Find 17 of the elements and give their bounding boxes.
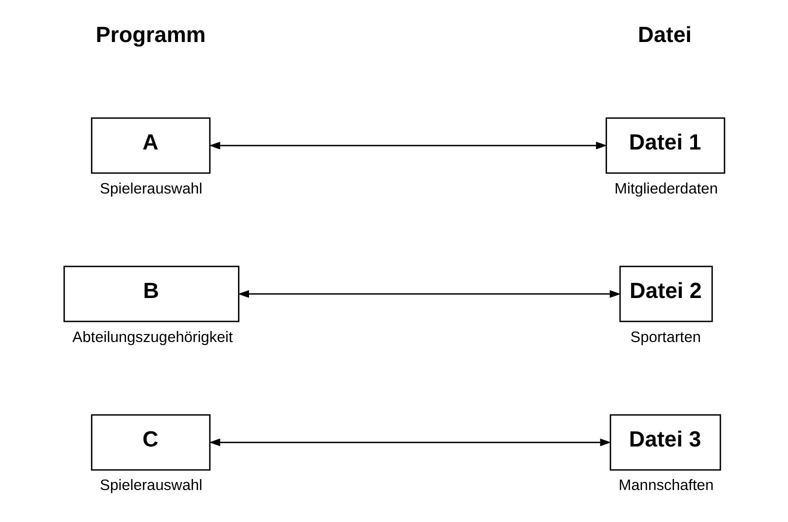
arrow [209,438,612,446]
node-box: Datei 2 [619,266,713,322]
node-label: Spielerauswahl [100,180,202,198]
arrow [209,142,608,150]
node-box: Datei 3 [610,414,722,471]
node-label: Spielerauswahl [100,477,202,494]
node-box: A [90,117,211,174]
label: Datei [638,22,692,48]
node-label: Mannschaften [618,477,714,494]
node-label: Sportarten [630,328,701,346]
arrow [238,290,621,298]
node-label: Mitgliederdaten [614,180,718,198]
node-box: Datei 1 [606,117,726,174]
node-box: B [64,266,240,322]
node-box: C [90,414,211,471]
node-label: Abteilungszugehörigkeit [72,328,233,346]
label: Programm [96,22,206,48]
